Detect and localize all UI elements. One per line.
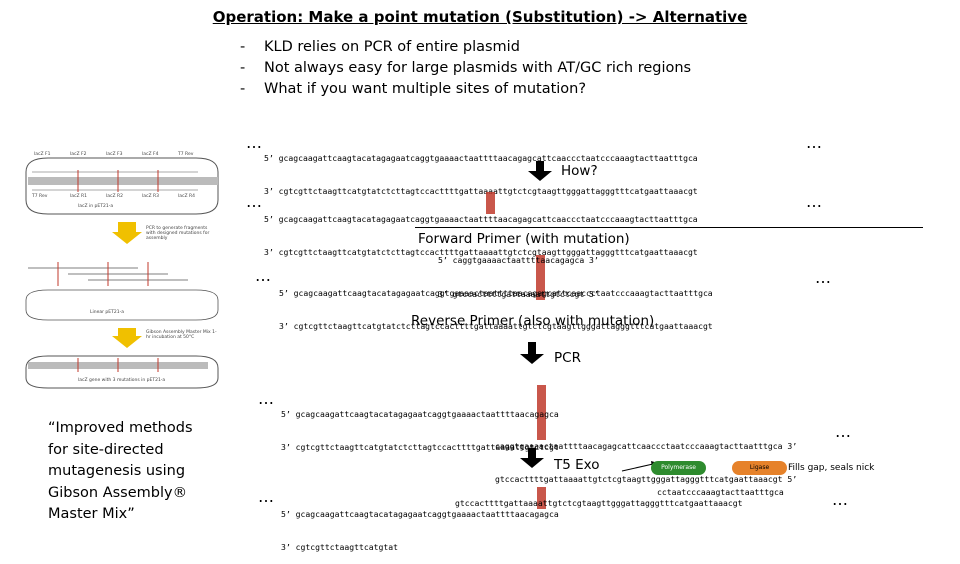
fills-gap-label: Fills gap, seals nick	[788, 463, 875, 473]
ellipsis: …	[255, 266, 271, 285]
assembled-strand-bottom-right: gtccacttttgattaaaattgtctcgtaagttgggattag…	[455, 498, 743, 508]
bullet-item: -Not always easy for large plasmids with…	[240, 60, 692, 76]
figure-plasmid-label: lacZ gene with 3 mutations in pET21-a	[78, 378, 166, 383]
pcr-label: PCR	[554, 350, 581, 366]
figure-plasmid-label: lacZ in pET21-a	[78, 204, 114, 209]
figure-plasmid-label: Linear pET21-a	[90, 310, 124, 315]
forward-primer-label: Forward Primer (with mutation)	[418, 231, 630, 247]
ellipsis: …	[806, 133, 822, 152]
figure-primer-label: lacZ R3	[142, 194, 159, 199]
ellipsis: …	[258, 487, 274, 506]
bullet-item: -KLD relies on PCR of entire plasmid	[240, 39, 520, 55]
gibson-figure: lacZ F1 lacZ F2 lacZ F3 lacZ F4 T7 Rev T…	[18, 150, 226, 390]
t5-exo-label: T5 Exo	[554, 457, 600, 473]
assembled-strand-top-right: cctaatcccaaagtacttaatttgca	[657, 487, 784, 497]
ellipsis: …	[835, 422, 851, 441]
how-label: How?	[561, 163, 598, 179]
reverse-primer-label: Reverse Primer (also with mutation)	[411, 313, 655, 329]
bullet-item: -What if you want multiple sites of muta…	[240, 81, 587, 97]
dna-sequence-1: 5’ gcagcaagattcaagtacatagagaatcaggtgaaaa…	[264, 153, 698, 196]
figure-step-label: Gibson Assembly Master Mix 1-hr incubati…	[146, 330, 217, 340]
figure-primer-label: lacZ F1	[34, 152, 51, 157]
figure-primer-label: lacZ F3	[106, 152, 123, 157]
slide-title: Operation: Make a point mutation (Substi…	[212, 8, 748, 26]
bullet-list: -KLD relies on PCR of entire plasmid -No…	[240, 37, 691, 100]
citation: “Improved methods for site-directed muta…	[48, 420, 193, 522]
pcr-product-left: 5’ gcagcaagattcaagtacatagagaatcaggtgaaaa…	[281, 409, 559, 452]
figure-primer-label: lacZ R2	[106, 194, 123, 199]
figure-step-label: PCR to generate fragments with designed …	[146, 226, 210, 241]
ellipsis: …	[806, 192, 822, 211]
pcr-product-right: caggtgaaaactaattttaacagagcattcaaccctaatc…	[495, 441, 798, 484]
polymerase-badge: Polymerase	[651, 461, 706, 475]
gibson-schematic	[25, 157, 219, 389]
ellipsis: …	[246, 133, 262, 152]
figure-primer-label: T7 Rev	[178, 152, 194, 157]
forward-primer-sequence: 5’ caggtgaaaactaattttaacagagca 3’	[438, 255, 599, 265]
dna-sequence-2: 5’ gcagcaagattcaagtacatagagaatcaggtgaaaa…	[264, 214, 698, 257]
ellipsis: …	[832, 490, 848, 509]
dna-sequence-3: 5’ gcagcaagattcaagtacatagagaatcaggtgaaaa…	[279, 288, 713, 331]
ellipsis: …	[815, 268, 831, 287]
figure-primer-label: lacZ R4	[178, 194, 195, 199]
figure-primer-label: lacZ R1	[70, 194, 87, 199]
figure-primer-label: lacZ F2	[70, 152, 87, 157]
ellipsis: …	[258, 389, 274, 408]
reverse-primer-sequence: 3’ gtccacttttgattaaaattgtctcgt 5’	[438, 289, 599, 299]
divider	[415, 227, 923, 228]
figure-primer-label: T7 Rev	[32, 194, 48, 199]
ellipsis: …	[246, 192, 262, 211]
figure-primer-label: lacZ F4	[142, 152, 159, 157]
ligase-badge: Ligase	[732, 461, 787, 475]
